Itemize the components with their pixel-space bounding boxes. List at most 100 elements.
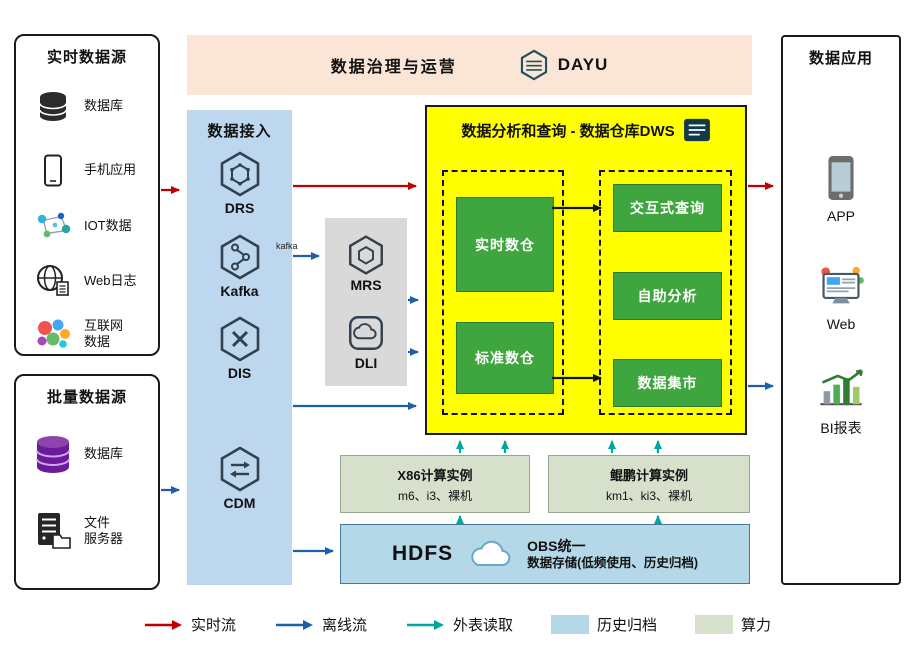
list-item: Web日志 — [16, 264, 158, 298]
application-item-app: APP — [783, 155, 899, 224]
green-box-label: 交互式查询 — [630, 200, 705, 216]
application-item-bi: BI报表 — [783, 367, 899, 438]
legend-realtime: 实时流 — [143, 614, 236, 635]
dws-title-row: 数据分析和查询 - 数据仓库DWS — [427, 107, 745, 142]
green-box-label: 数据集市 — [637, 375, 698, 391]
applications-title: 数据应用 — [808, 50, 873, 67]
batch-sources-title: 批量数据源 — [46, 389, 127, 406]
bi-icon — [820, 369, 863, 406]
legend: 实时流 离线流 外表读取 历史归档 算力 — [0, 614, 914, 635]
list-item: 文件服务器 — [16, 511, 158, 551]
source-label: IOT数据 — [84, 217, 132, 233]
application-label: BI报表 — [820, 420, 862, 436]
batch-sources-box: 批量数据源 数据库 文件服务器 — [14, 374, 160, 590]
service-label: CDM — [223, 495, 256, 511]
dayu-logo: DAYU — [517, 48, 609, 82]
source-label-line: 数据 — [84, 334, 111, 349]
file-server-icon — [31, 511, 75, 551]
kafka-icon — [220, 234, 259, 280]
source-label: 手机应用 — [84, 162, 137, 178]
dayu-hexagon-icon — [520, 49, 547, 81]
legend-archive: 历史归档 — [551, 614, 657, 635]
legend-label: 算力 — [741, 617, 772, 634]
service-label: DLI — [354, 354, 378, 371]
green-box-label: 标准数仓 — [475, 350, 535, 366]
compute-subtitle: m6、i3、裸机 — [397, 488, 472, 503]
list-item: 手机应用 — [16, 154, 158, 187]
drs-icon — [220, 151, 259, 197]
legend-compute-swatch — [695, 615, 734, 634]
kafka-wordmark: kafka — [275, 241, 298, 251]
service-label: DRS — [224, 200, 255, 216]
application-label: Web — [826, 316, 856, 332]
dli-icon — [349, 315, 383, 350]
green-box-label: 自助分析 — [637, 288, 698, 304]
list-item: IOT数据 — [16, 209, 158, 243]
app-icon — [828, 156, 854, 200]
source-label: 互联网数据 — [84, 318, 123, 351]
legend-offline-arrow-icon — [275, 619, 313, 630]
list-item: 互联网数据 — [16, 316, 158, 352]
self-service-analysis-box: 自助分析 — [613, 272, 722, 320]
dws-box: 数据分析和查询 - 数据仓库DWS 实时数仓 标准数仓 交互式查询 自助分析 数… — [425, 105, 747, 435]
database-icon — [31, 88, 75, 124]
x86-compute-box: X86计算实例 m6、i3、裸机 — [340, 455, 530, 513]
ingestion-item-dis: DIS — [187, 315, 292, 381]
middleware-item-mrs: MRS — [345, 234, 387, 293]
middleware-item-dli: DLI — [345, 312, 387, 371]
obs-storage-text: OBS统一 数据存储(低频使用、历史归档) — [527, 537, 698, 571]
realtime-warehouse-box: 实时数仓 — [456, 197, 554, 292]
services-group: 交互式查询 自助分析 数据集市 — [599, 170, 732, 415]
dis-icon — [220, 316, 259, 362]
source-label: 数据库 — [84, 97, 124, 113]
applications-box: 数据应用 APP Web — [781, 35, 901, 585]
compute-title: X86计算实例 — [397, 467, 473, 483]
web-icon — [821, 266, 864, 304]
legend-label: 实时流 — [190, 617, 236, 634]
realtime-sources-box: 实时数据源 数据库 手机应用 — [14, 34, 160, 356]
list-item: 数据库 — [16, 431, 158, 477]
source-label-line: 互联网 — [84, 317, 124, 333]
governance-title: 数据治理与运营 — [330, 59, 457, 76]
application-item-web: Web — [783, 265, 899, 332]
ingestion-item-cdm: CDM — [187, 445, 292, 511]
standard-warehouse-box: 标准数仓 — [456, 322, 554, 394]
hdfs-obs-storage-box: HDFS OBS统一 数据存储(低频使用、历史归档) — [340, 524, 750, 584]
application-label: APP — [826, 208, 855, 224]
ingestion-item-drs: DRS — [187, 150, 292, 216]
dws-title: 数据分析和查询 - 数据仓库DWS — [461, 122, 675, 140]
source-label: 数据库 — [84, 445, 124, 461]
list-item: 数据库 — [16, 88, 158, 124]
dayu-logo-text: DAYU — [557, 55, 609, 74]
legend-label: 离线流 — [321, 617, 367, 634]
legend-external-arrow-icon — [406, 619, 444, 630]
source-label: Web日志 — [84, 272, 137, 288]
warehouse-group: 实时数仓 标准数仓 — [442, 170, 564, 415]
green-box-label: 实时数仓 — [475, 236, 535, 253]
source-label-line: 服务器 — [84, 531, 124, 546]
legend-label: 历史归档 — [597, 617, 658, 634]
source-label: 文件服务器 — [84, 515, 123, 548]
internet-data-icon — [31, 316, 75, 352]
middleware-box: MRS DLI — [325, 218, 407, 386]
dws-document-icon — [683, 118, 710, 142]
compute-title: 鲲鹏计算实例 — [609, 467, 688, 483]
source-label-line: 文件 — [84, 514, 111, 530]
obs-line2: 数据存储(低频使用、历史归档) — [527, 555, 698, 570]
interactive-query-box: 交互式查询 — [613, 184, 722, 232]
service-label: DIS — [227, 365, 252, 381]
obs-cloud-icon — [471, 540, 511, 567]
mobile-app-icon — [31, 154, 75, 187]
governance-banner: 数据治理与运营 DAYU — [187, 35, 752, 95]
kunpeng-compute-box: 鲲鹏计算实例 km1、ki3、裸机 — [548, 455, 750, 513]
cdm-icon — [220, 446, 259, 492]
legend-offline: 离线流 — [274, 614, 367, 635]
legend-archive-swatch — [551, 615, 589, 634]
iot-icon — [31, 209, 75, 243]
service-label: Kafka — [220, 283, 259, 299]
legend-label: 外表读取 — [452, 617, 513, 634]
ingestion-column: 数据接入 DRS kafka Ka — [187, 110, 298, 585]
data-mart-box: 数据集市 — [613, 359, 722, 407]
compute-subtitle: km1、ki3、裸机 — [605, 488, 692, 503]
